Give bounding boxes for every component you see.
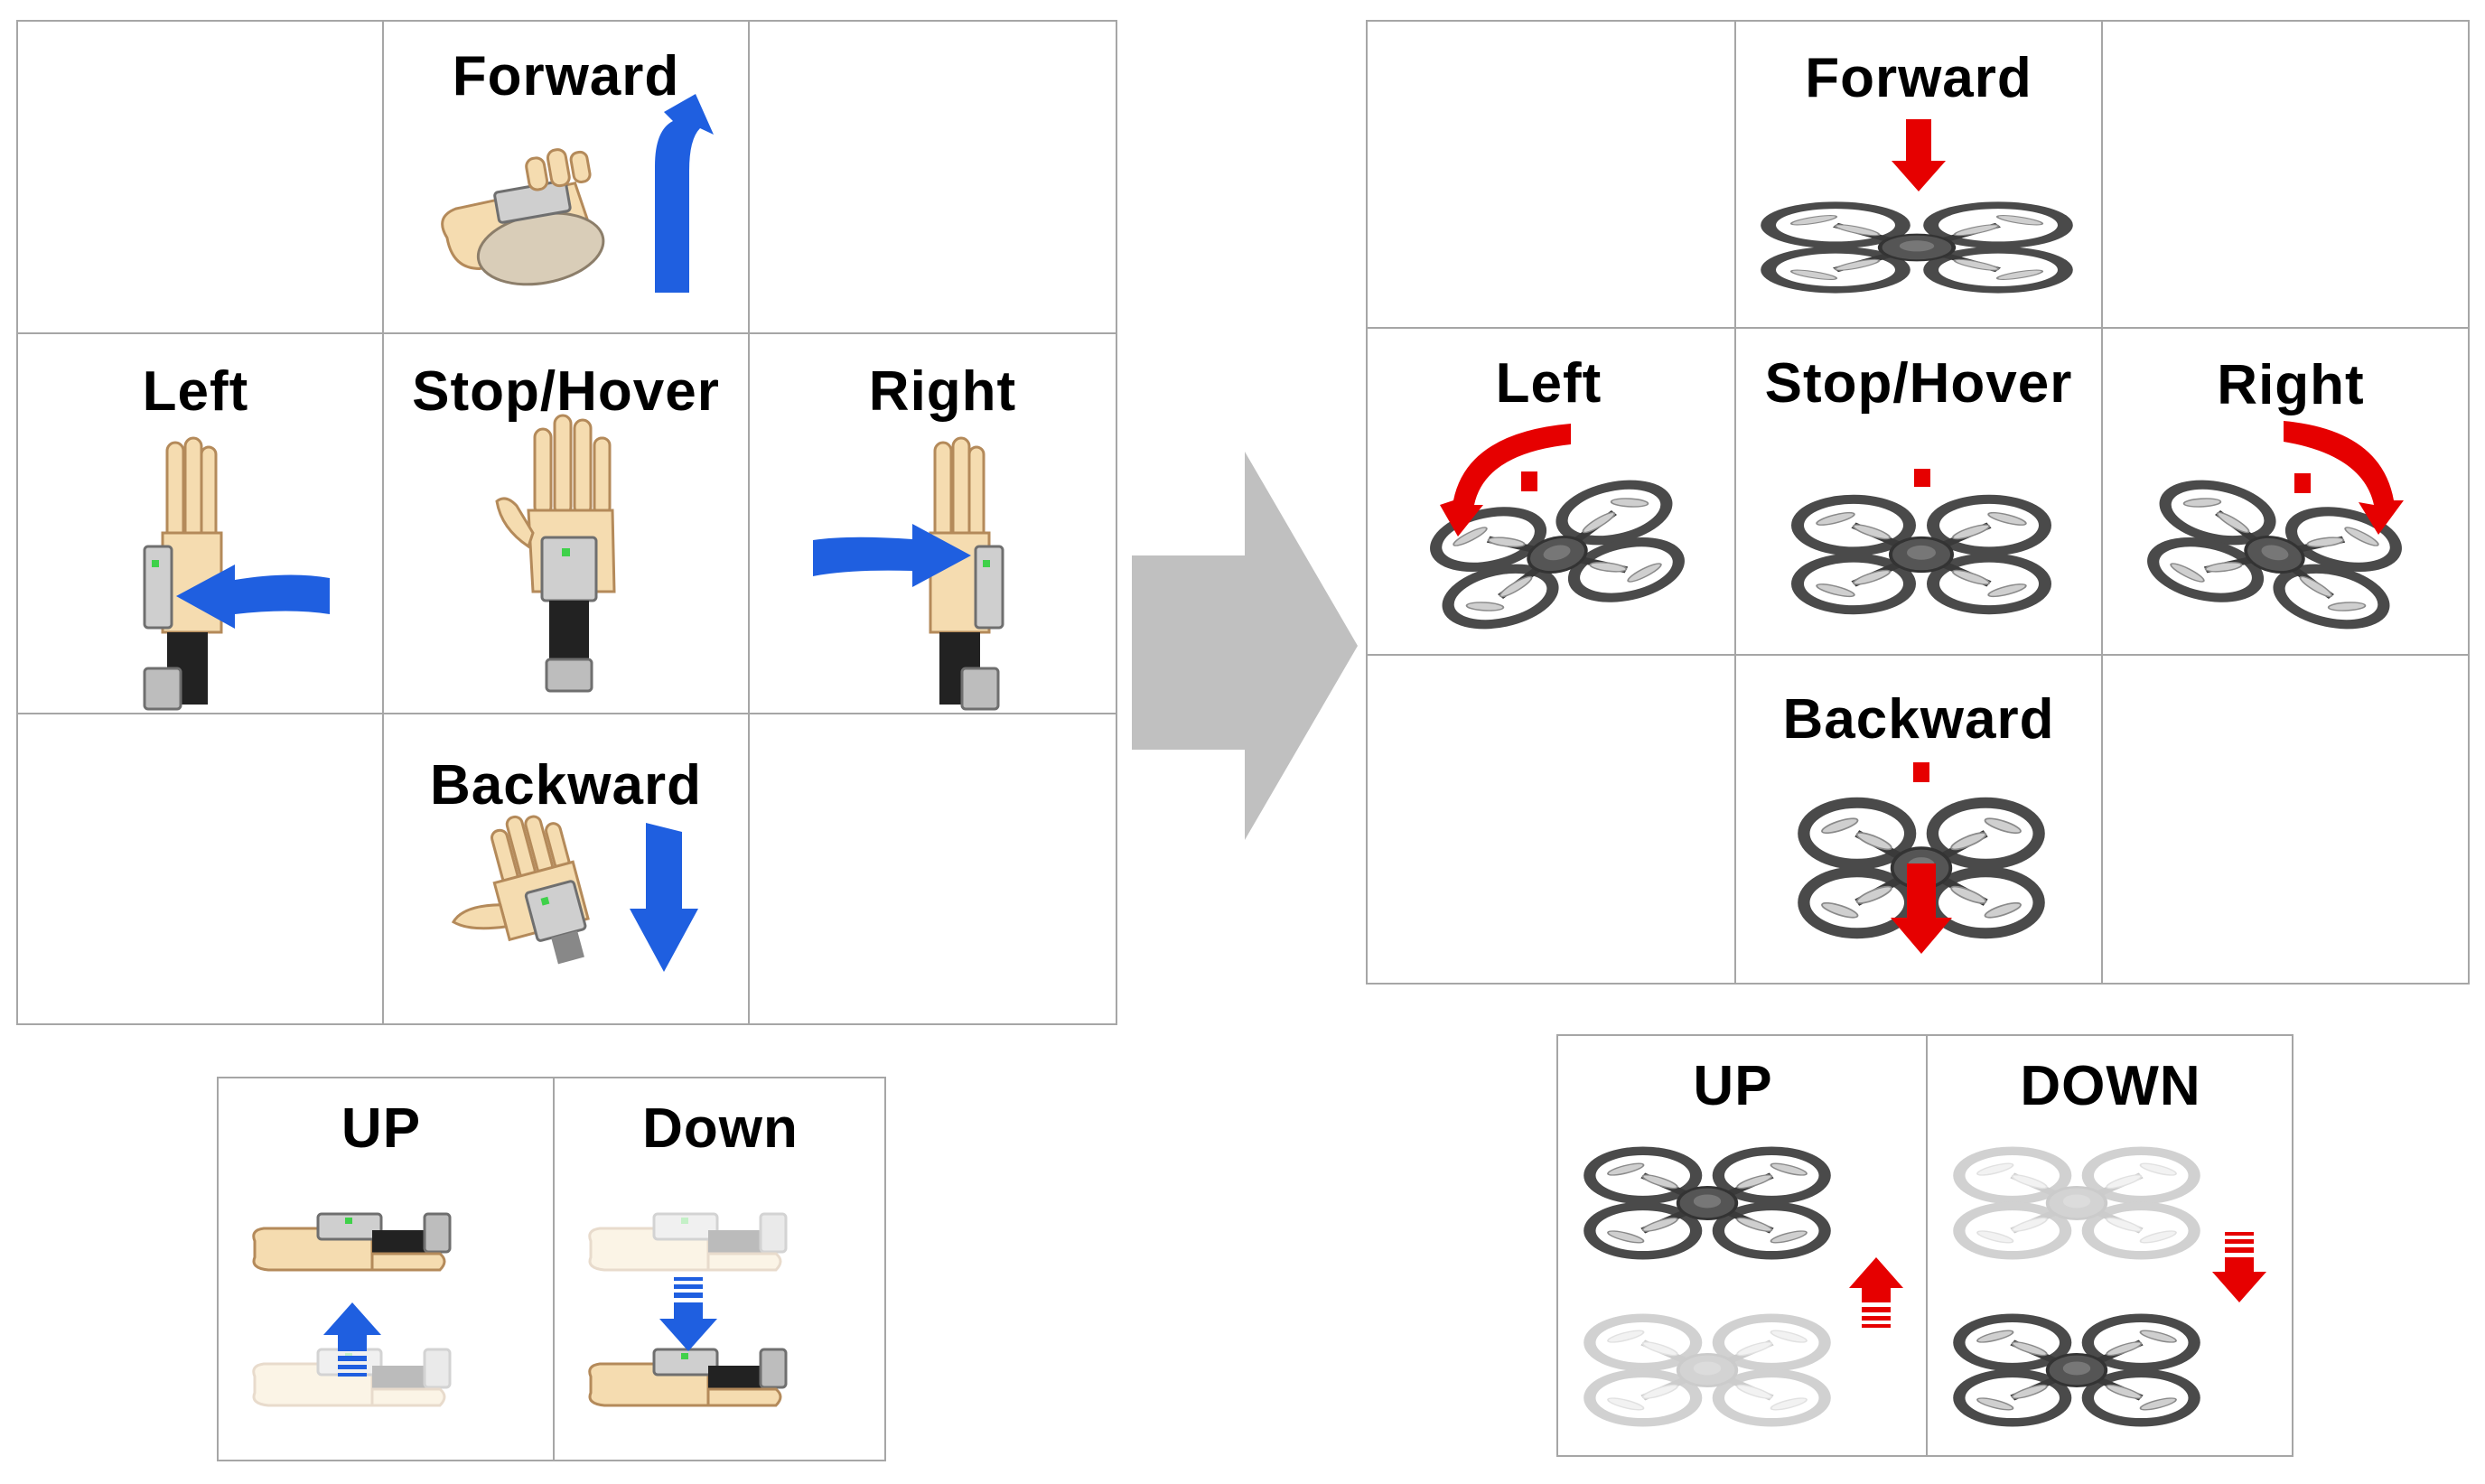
drone-down-cell: DOWN (1928, 1036, 2293, 1455)
drone-right-label: Right (2217, 354, 2365, 416)
drone-grid: Forward Left Stop/Hover Right Back (1366, 20, 2470, 985)
drone-right-icon (2103, 421, 2470, 654)
drone-backward-cell: Backward (1736, 656, 2101, 985)
gray-arrow-icon (1132, 452, 1358, 840)
drone-up-cell: UP (1558, 1036, 1926, 1455)
hand-right-icon (813, 436, 1004, 711)
hand-right-cell: Right (750, 334, 1117, 713)
drone-forward-label: Forward (1805, 47, 2032, 109)
drone-forward-cell: Forward (1736, 22, 2101, 327)
drone-left-cell: Left (1368, 329, 1734, 654)
red-arrow-icon (2284, 421, 2404, 535)
hand-left-icon (143, 436, 330, 711)
drone-up-icon (1558, 1036, 1903, 1455)
red-arrow-icon (1440, 424, 1571, 537)
hand-backward-label: Backward (430, 754, 702, 817)
hand-stop-icon (495, 414, 616, 693)
blue-arrow-icon (813, 524, 971, 587)
hand-down-icon (588, 1212, 788, 1407)
drone-left-icon (1368, 424, 1734, 654)
drone-backward-icon (1736, 762, 2101, 954)
hand-up-label: UP (341, 1097, 422, 1160)
drone-stop-cell: Stop/Hover (1736, 329, 2101, 654)
drone-backward-label: Backward (1782, 688, 2055, 751)
hand-forward-icon (441, 94, 714, 293)
hand-right-label: Right (868, 360, 1017, 423)
hand-gesture-grid: Forward Left (16, 20, 1117, 1025)
hand-left-cell: Left (18, 334, 382, 713)
red-arrow-icon (2212, 1232, 2266, 1302)
drone-updown-panel: UP DOWN (1556, 1034, 2293, 1457)
blue-arrow-icon (655, 94, 714, 293)
hand-up-icon (252, 1212, 452, 1407)
hand-backward-icon (451, 815, 698, 972)
hand-backward-cell: Backward (384, 714, 748, 1025)
hand-forward-label: Forward (452, 45, 680, 107)
hand-left-label: Left (142, 360, 249, 423)
red-arrow-icon (1891, 863, 1952, 954)
drone-down-icon (1928, 1036, 2266, 1455)
drone-down-label: DOWN (2020, 1055, 2201, 1117)
red-arrow-icon (1849, 1257, 1903, 1328)
drone-right-cell: Right (2103, 329, 2470, 654)
blue-arrow-icon (630, 823, 698, 972)
red-arrow-icon (1892, 119, 1946, 191)
drone-forward-icon (1736, 119, 2101, 327)
hand-stop-cell: Stop/Hover (384, 334, 748, 713)
blue-arrow-icon (176, 565, 330, 629)
drone-stop-label: Stop/Hover (1764, 352, 2073, 415)
drone-up-label: UP (1693, 1055, 1773, 1117)
hand-down-label: Down (642, 1097, 799, 1160)
drone-left-label: Left (1495, 352, 1602, 415)
hand-updown-panel: UP Down (217, 1077, 886, 1461)
hand-down-cell: Down (555, 1078, 886, 1460)
hand-forward-cell: Forward (384, 22, 748, 332)
drone-stop-icon (1736, 469, 2101, 654)
hand-stop-label: Stop/Hover (412, 360, 720, 423)
hand-up-cell: UP (219, 1078, 553, 1460)
